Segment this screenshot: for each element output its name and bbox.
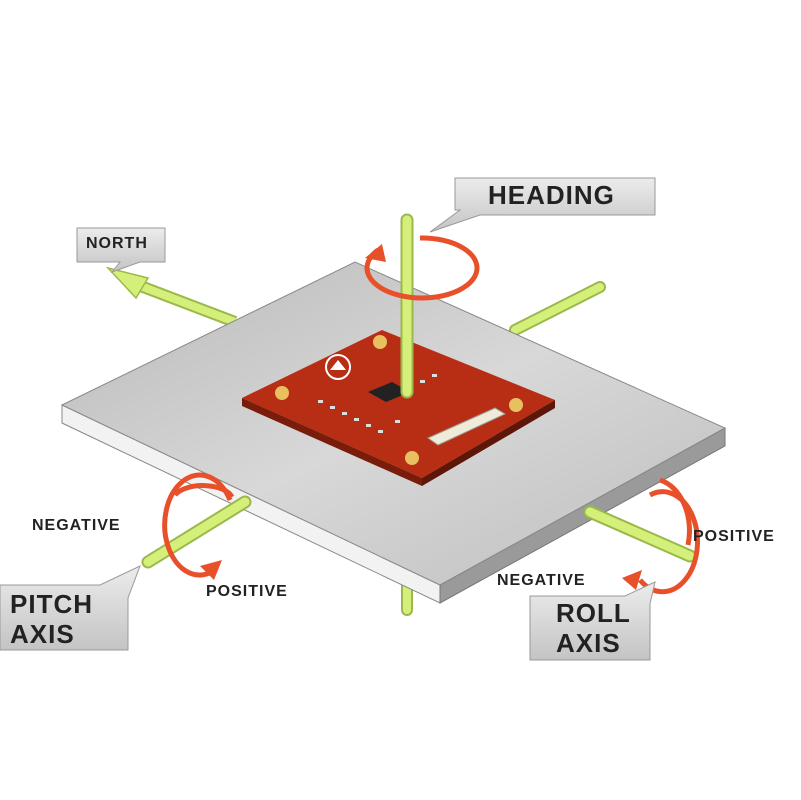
pitch-axis-label-line1: PITCH xyxy=(10,589,93,619)
roll-negative-label: NEGATIVE xyxy=(497,572,586,589)
roll-axis-label-line1: ROLL xyxy=(556,598,631,628)
north-label: NORTH xyxy=(86,235,148,252)
sensor-board xyxy=(242,330,555,486)
heading-callout-box xyxy=(429,177,656,233)
pitch-negative-label: NEGATIVE xyxy=(32,517,121,534)
roll-axis-label-line2: AXIS xyxy=(556,628,621,658)
roll-axis xyxy=(583,505,697,563)
roll-callout-box xyxy=(529,581,656,661)
pitch-rotation-arrow-icon xyxy=(162,472,235,580)
heading-label: HEADING xyxy=(488,180,615,210)
pitch-axis-back xyxy=(509,281,606,336)
north-arrowhead-icon xyxy=(105,266,150,300)
pitch-axis xyxy=(141,495,252,569)
roll-positive-label: POSITIVE xyxy=(693,528,775,545)
roll-rotation-arrow-icon xyxy=(622,477,700,595)
pitch-positive-label: POSITIVE xyxy=(206,583,288,600)
heading-rotation-arrow-icon xyxy=(364,235,480,301)
pitch-callout-box xyxy=(0,565,141,651)
north-axis xyxy=(105,266,238,328)
north-callout-box xyxy=(76,227,166,274)
pitch-axis-label-line2: AXIS xyxy=(10,619,75,649)
